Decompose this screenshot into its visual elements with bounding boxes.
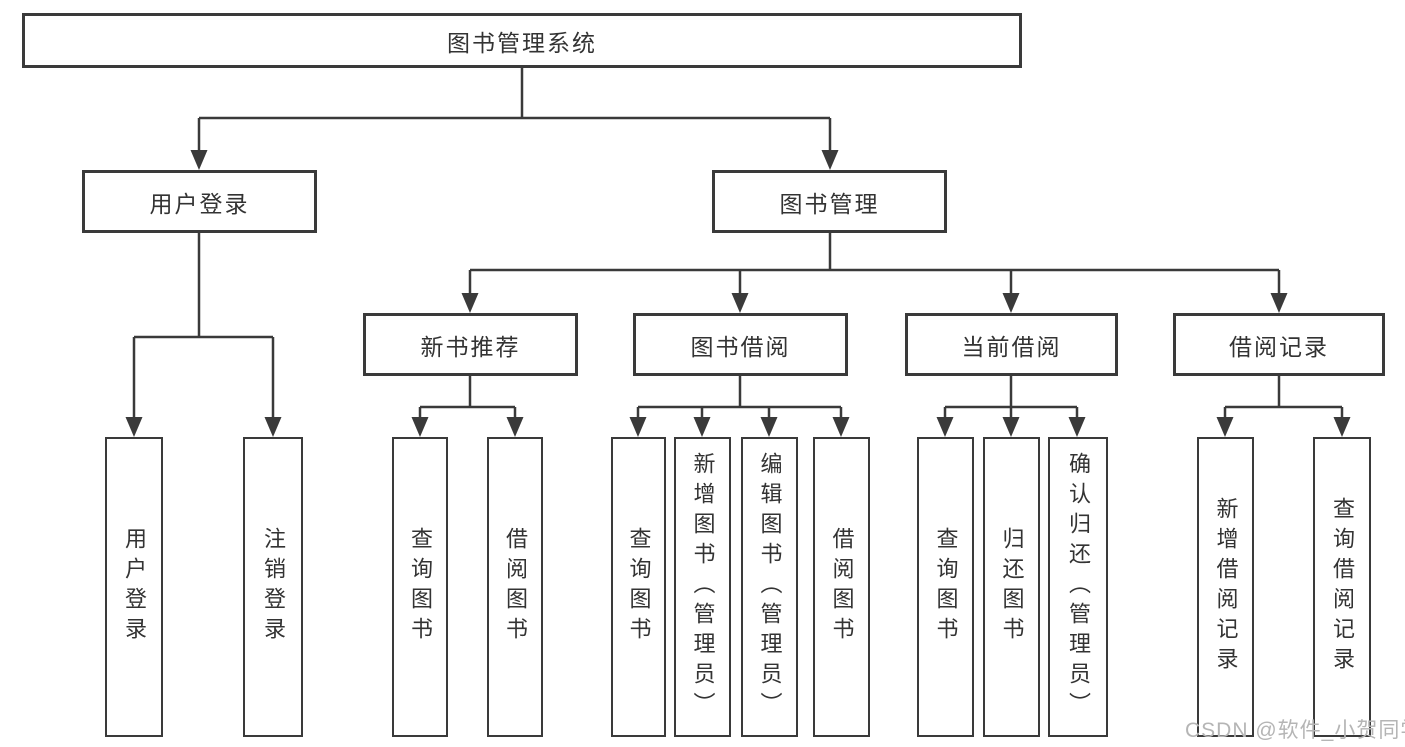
arrow-down-icon <box>190 150 208 170</box>
arrow-down-icon <box>125 417 143 437</box>
arrow-down-icon <box>1216 417 1234 437</box>
arrow-down-icon <box>832 417 850 437</box>
node-user-login: 用户登录 <box>82 170 317 233</box>
node-confirm-return-admin: 确认归还（管理员） <box>1048 437 1108 737</box>
node-query-books-current: 查询图书 <box>917 437 974 737</box>
node-book-borrowing: 图书借阅 <box>633 313 848 376</box>
node-logout: 注销登录 <box>243 437 303 737</box>
node-add-books-admin: 新增图书（管理员） <box>674 437 731 737</box>
arrow-down-icon <box>821 150 839 170</box>
csdn-watermark: CSDN @软件_小贺同学 <box>1185 719 1405 742</box>
connector-root-to-level2 <box>197 68 832 154</box>
node-edit-books-admin: 编辑图书（管理员） <box>741 437 798 737</box>
arrow-down-icon <box>506 417 524 437</box>
node-return-books: 归还图书 <box>983 437 1040 737</box>
node-query-books-borrowing: 查询图书 <box>611 437 666 737</box>
arrow-down-icon <box>731 293 749 313</box>
node-borrow-books-recommend: 借阅图书 <box>487 437 543 737</box>
node-library-management-system: 图书管理系统 <box>22 13 1022 68</box>
arrow-down-icon <box>1333 417 1351 437</box>
node-borrowing-records: 借阅记录 <box>1173 313 1385 376</box>
node-query-borrow-record: 查询借阅记录 <box>1313 437 1371 737</box>
arrow-down-icon <box>1002 293 1020 313</box>
arrow-down-icon <box>461 293 479 313</box>
connector-records-branch <box>1223 376 1344 421</box>
arrow-down-icon <box>1002 417 1020 437</box>
connector-borrowing-branch <box>636 376 843 421</box>
node-new-book-recommend: 新书推荐 <box>363 313 578 376</box>
node-borrow-books-borrowing: 借阅图书 <box>813 437 870 737</box>
connector-newbooks-branch <box>418 376 517 421</box>
connector-current-branch <box>943 376 1079 421</box>
arrow-down-icon <box>264 417 282 437</box>
connector-userlogin-branch <box>132 233 275 421</box>
arrowheads <box>125 150 1351 437</box>
node-add-borrow-record: 新增借阅记录 <box>1197 437 1254 737</box>
node-user-login-action: 用户登录 <box>105 437 163 737</box>
connector-bookmgmt-to-level3 <box>468 233 1281 297</box>
arrow-down-icon <box>1270 293 1288 313</box>
arrow-down-icon <box>760 417 778 437</box>
arrow-down-icon <box>629 417 647 437</box>
node-current-borrowing: 当前借阅 <box>905 313 1118 376</box>
arrow-down-icon <box>411 417 429 437</box>
arrow-down-icon <box>1068 417 1086 437</box>
node-query-books-recommend: 查询图书 <box>392 437 448 737</box>
node-book-management: 图书管理 <box>712 170 947 233</box>
arrow-down-icon <box>936 417 954 437</box>
arrow-down-icon <box>693 417 711 437</box>
